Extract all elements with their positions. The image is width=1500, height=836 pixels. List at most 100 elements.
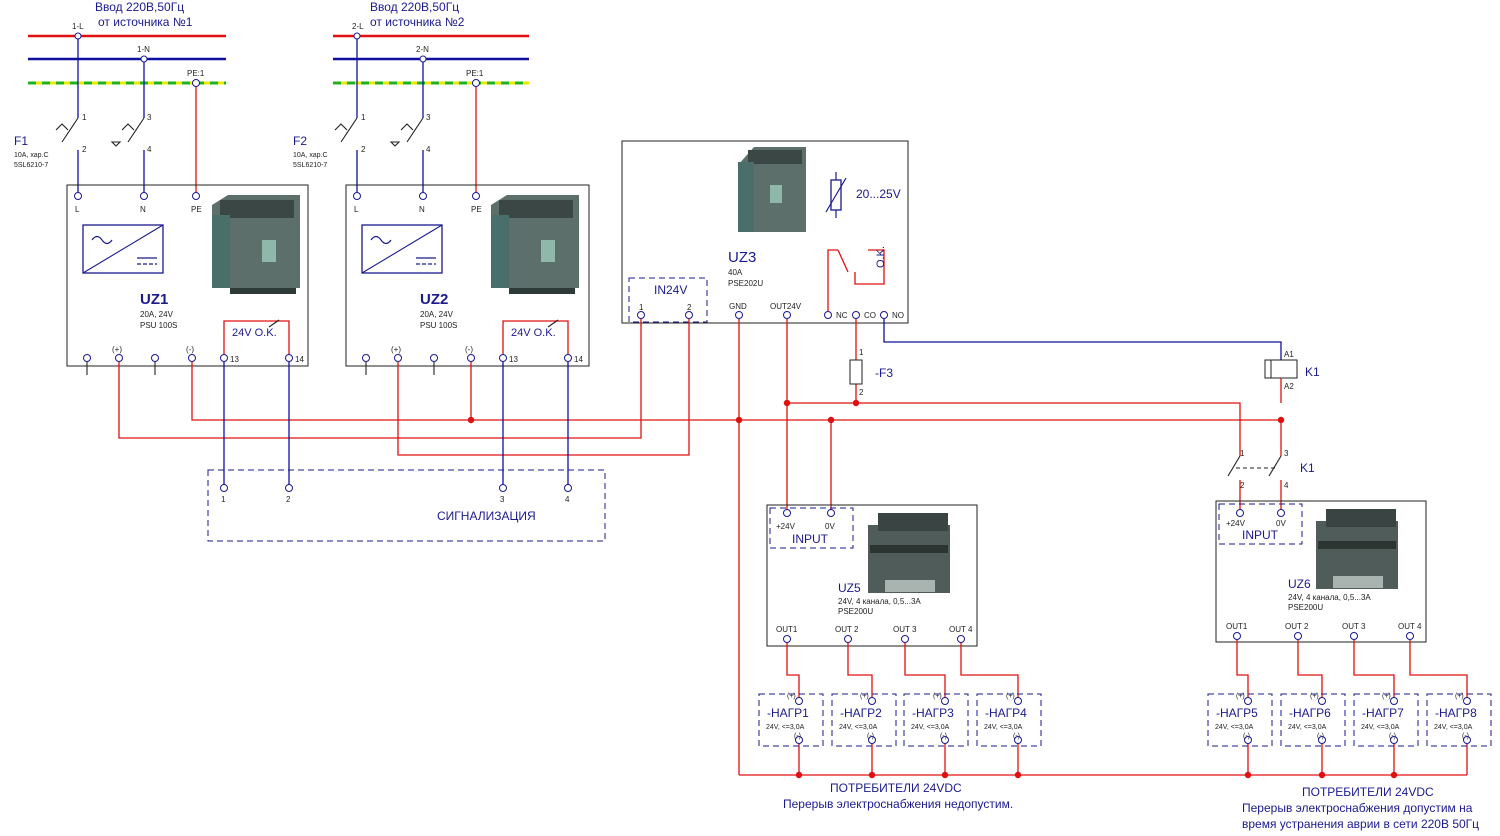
uz3-gnd-label: GND (729, 302, 747, 311)
uz2-model: PSU 100S (420, 321, 457, 330)
uz3-ok-label: O.K. (875, 246, 887, 268)
input-2-title: Ввод 220В,50Гц (370, 0, 459, 14)
consumers-2-note-1: Перерыв электроснабжения допустим на (1242, 801, 1473, 815)
uz5-out-2-label: OUT 2 (835, 625, 859, 634)
input-2-n-label: 2-N (416, 45, 429, 54)
f3-pin-1: 1 (859, 348, 864, 357)
uz2-term-minus: (-) (465, 345, 473, 354)
f1-spec: 10А, хар.С (14, 152, 49, 159)
input-1-title: Ввод 220В,50Гц (95, 0, 184, 14)
ac-dc-converter-icon (82, 224, 164, 274)
uz1-term-minus: (-) (186, 345, 194, 354)
uz3-in-label: IN24V (654, 283, 687, 297)
input-2: Ввод 220В,50Гц от источника №2 2-L 2-N P… (333, 0, 529, 85)
uz6-plus-label: +24V (1226, 519, 1246, 528)
load-8-name: -НАГР8 (1435, 706, 1477, 720)
load-6-minus: (-) (1317, 733, 1324, 740)
dc-bus-wiring (118, 319, 1285, 775)
signaling-block: 1 2 3 4 СИГНАЛИЗАЦИЯ (207, 469, 606, 542)
uz1-ok-label: 24V O.K. (232, 327, 277, 339)
input-2-l-label: 2-L (352, 22, 364, 31)
uz3-adjust: 20...25V (856, 187, 901, 201)
uz6-model: PSE200U (1288, 603, 1323, 612)
load-6-spec: 24V, <=3,0А (1288, 724, 1327, 731)
uz3-out-label: OUT24V (770, 302, 802, 311)
uz3-co-label: CO (864, 311, 876, 320)
load-1-name: -НАГР1 (767, 706, 809, 720)
uz3-model: PSE202U (728, 279, 763, 288)
uz2-term-l: L (354, 205, 359, 214)
load-2-minus: (-) (867, 733, 874, 740)
load-1-minus: (-) (794, 733, 801, 740)
signal-pin-1: 1 (221, 495, 226, 504)
load-3-minus: (-) (940, 733, 947, 740)
relay-k1-contacts: 1 2 3 4 K1 (1227, 449, 1315, 512)
uz6-zero-label: 0V (1276, 519, 1286, 528)
k1-pin-4: 4 (1284, 481, 1289, 490)
load-1-spec: 24V, <=3,0А (766, 724, 805, 731)
uz3-spec: 40A (728, 268, 743, 277)
k1-pin-1: 1 (1240, 449, 1245, 458)
uz2-spec: 20А, 24V (420, 310, 454, 319)
input-2-source: от источника №2 (370, 15, 465, 29)
input-1: Ввод 220В,50Гц от источника №1 1-L 1-N P… (28, 0, 226, 85)
load-5-spec: 24V, <=3,0А (1215, 724, 1254, 731)
uz2-term-14: 14 (574, 355, 583, 364)
load-4: (+) -НАГР4 24V, <=3,0А (-) (976, 693, 1042, 747)
load-1-plus: (+) (787, 693, 796, 700)
f1-name: F1 (14, 134, 28, 148)
input-1-n-label: 1-N (137, 45, 150, 54)
uz2-term-n: N (419, 205, 425, 214)
load-7-spec: 24V, <=3,0А (1361, 724, 1400, 731)
load-3-name: -НАГР3 (912, 706, 954, 720)
uz6-out-4-label: OUT 4 (1398, 622, 1422, 631)
breaker-f1: 1 2 3 4 F1 10А, хар.С 5SL6210-7 (14, 32, 200, 192)
uz6-out-3-label: OUT 3 (1342, 622, 1366, 631)
distributor-product-photo-icon (868, 513, 950, 593)
load-6-plus: (+) (1310, 693, 1319, 700)
psu-uz2: L N PE UZ2 20А, 24V PSU 100S 24V O.K. (+… (345, 184, 590, 375)
uz5-out-3-label: OUT 3 (893, 625, 917, 634)
uz5-model: PSE200U (838, 607, 873, 616)
uz6-input-label: INPUT (1242, 528, 1279, 542)
load-5: (+) -НАГР5 24V, <=3,0А (-) (1207, 693, 1273, 747)
potentiometer-icon (825, 172, 847, 218)
load-2: (+) -НАГР2 24V, <=3,0А (-) (831, 693, 897, 747)
uz3-input-group (628, 277, 708, 323)
load-4-name: -НАГР4 (985, 706, 1027, 720)
f1-pin-2: 2 (82, 145, 87, 154)
uz5-plus-label: +24V (776, 522, 796, 531)
uz2-term-plus: (+) (391, 345, 401, 354)
ac-dc-converter-icon (361, 224, 443, 274)
k1-pin-3: 3 (1284, 449, 1289, 458)
load-4-minus: (-) (1013, 733, 1020, 740)
f2-pin-1: 1 (361, 113, 366, 122)
signal-pin-4: 4 (565, 495, 570, 504)
load-5-name: -НАГР5 (1216, 706, 1258, 720)
f1-part: 5SL6210-7 (14, 162, 48, 169)
consumers-2-title: ПОТРЕБИТЕЛИ 24VDC (1302, 785, 1434, 799)
uz6-out-1-label: OUT1 (1226, 622, 1248, 631)
psu-product-photo-icon (491, 195, 579, 294)
load-6: (+) -НАГР6 24V, <=3,0А (-) (1280, 693, 1346, 747)
load-3: (+) -НАГР3 24V, <=3,0А (-) (903, 693, 969, 747)
load-7: (+) -НАГР7 24V, <=3,0А (-) (1353, 693, 1419, 747)
distributor-product-photo-icon (1316, 509, 1398, 589)
uz6-out-2-label: OUT 2 (1285, 622, 1309, 631)
fuse-f3: 1 2 -F3 (849, 319, 893, 403)
k1-name: K1 (1305, 365, 1320, 379)
uz1-term-14: 14 (295, 355, 304, 364)
uz6-name: UZ6 (1288, 577, 1311, 591)
breaker-f2: 1 2 3 4 F2 10А, хар.С 5SL6210-7 (293, 32, 480, 192)
load-7-plus: (+) (1382, 693, 1391, 700)
uz1-term-pe: PE (191, 205, 202, 214)
load-4-plus: (+) (1006, 693, 1015, 700)
uz1-model: PSU 100S (140, 321, 177, 330)
uz5-out-1-label: OUT1 (776, 625, 798, 634)
uz5-spec: 24V, 4 канала, 0,5...3A (838, 597, 921, 606)
consumers-1-note: Перерыв электроснабжения недопустим. (783, 797, 1013, 811)
load-2-spec: 24V, <=3,0А (839, 724, 878, 731)
k1-a1: A1 (1284, 350, 1294, 359)
input-2-pe-label: PE:1 (466, 69, 484, 78)
